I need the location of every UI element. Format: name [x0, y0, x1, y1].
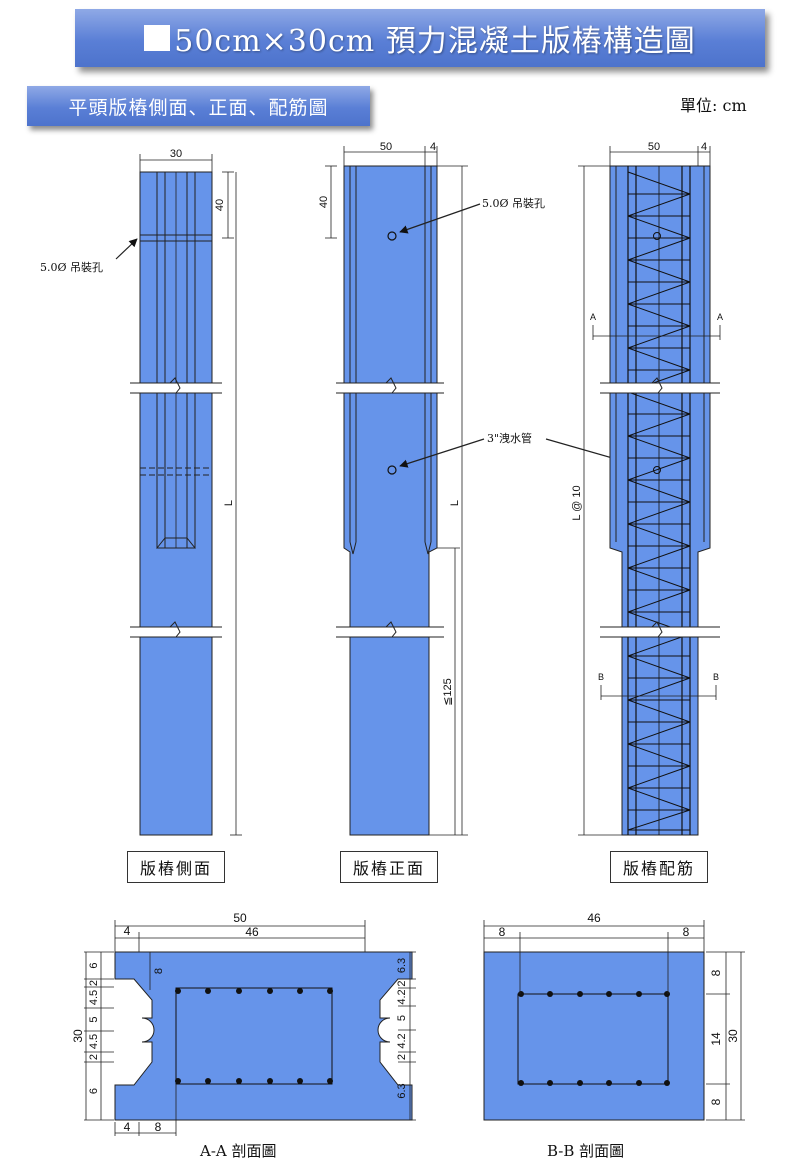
aa-left-dim: 4.5 — [88, 990, 100, 1005]
tendon-dot — [297, 1078, 303, 1084]
tendon-dot — [547, 1080, 553, 1086]
aa-left-dim: 2 — [88, 1054, 100, 1060]
caption-side-view: 版樁側面 — [127, 851, 225, 883]
aa-dim-top-total: 50 — [233, 911, 247, 925]
caption-rebar-view: 版樁配筋 — [610, 851, 708, 883]
bb-dim-top-total: 46 — [587, 911, 601, 925]
title-banner: 50cm×30cm 預力混凝土版樁構造圖 — [75, 9, 765, 67]
bb-dim-top-right: 8 — [683, 925, 690, 939]
tendon-dot — [577, 991, 583, 997]
section-aa: 50 4 46 8 4 8 30 6 2 4.5 5 4.5 2 6 6.3 2 4.2 5 4.2… — [71, 911, 416, 1136]
aa-dim-inner: 8 — [153, 968, 165, 974]
front-dim-L: L — [449, 500, 461, 506]
side-hole-label: 5.0Ø 吊裝孔 — [40, 261, 103, 274]
section-a-right: A — [717, 312, 723, 322]
rebar-pile-body — [609, 165, 711, 836]
front-hanging-hole — [387, 231, 397, 241]
aa-right-dim: 5 — [396, 1015, 408, 1021]
page-title: 50cm×30cm 預力混凝土版樁構造圖 — [174, 24, 696, 59]
side-dim-L: L — [223, 500, 235, 506]
aa-right-dim: 6.3 — [396, 1083, 408, 1098]
side-dim-40: 40 — [214, 199, 226, 211]
caption-front-view: 版樁正面 — [340, 851, 438, 883]
front-dim-width: 50 — [380, 141, 392, 153]
section-b-left: B — [598, 672, 604, 682]
section-aa-body — [114, 951, 413, 1121]
subtitle-banner: 平頭版樁側面、正面、配筋圖 — [27, 86, 370, 126]
section-aa-caption: A-A 剖面圖 — [200, 1142, 277, 1160]
square-bullet-icon — [144, 25, 171, 51]
rebar-dim-edge: 4 — [701, 141, 707, 153]
tendon-dot — [236, 1078, 242, 1084]
tendon-dot — [606, 1080, 612, 1086]
tendon-dot — [297, 988, 303, 994]
aa-dim-top-left: 4 — [124, 924, 131, 938]
tendon-dot — [636, 1080, 642, 1086]
tendon-dot — [577, 1080, 583, 1086]
tendon-dot — [664, 991, 670, 997]
tendon-dot — [175, 988, 181, 994]
tendon-dot — [664, 1080, 670, 1086]
aa-left-dim: 2 — [88, 980, 100, 986]
aa-left-dim: 6 — [88, 1088, 100, 1094]
aa-left-dim: 5 — [88, 1016, 100, 1022]
tendon-dot — [205, 988, 211, 994]
tendon-dot — [518, 1080, 524, 1086]
rebar-dim-width: 50 — [648, 141, 660, 153]
bb-dim-right-1: 8 — [709, 969, 723, 976]
aa-right-dim: 2 — [396, 1054, 408, 1060]
aa-right-dim: 4.2 — [396, 1033, 408, 1048]
aa-left-dim: 4.5 — [88, 1034, 100, 1049]
tendon-dot — [175, 1078, 181, 1084]
aa-dim-left-total: 30 — [71, 1029, 85, 1043]
aa-right-dim: 6.3 — [396, 958, 408, 973]
cross-sections-drawing: 50 4 46 8 4 8 30 6 2 4.5 5 4.5 2 6 6.3 2 4.2 5 4.2… — [71, 911, 745, 1136]
rebar-dim-L: L @ 10 — [571, 485, 583, 520]
section-bb: 46 8 8 8 14 8 30 — [483, 911, 745, 1121]
pile-elevation-drawing: 30 40 L 5.0Ø 吊裝孔 50 — [40, 141, 723, 836]
tendon-dot — [547, 991, 553, 997]
aa-right-dim: 2 — [396, 980, 408, 986]
side-view: 30 40 L 5.0Ø 吊裝孔 — [40, 148, 242, 836]
bb-dim-right-2: 14 — [709, 1032, 723, 1046]
front-hole-label: 5.0Ø 吊裝孔 — [482, 197, 545, 210]
tendon-dot — [205, 1078, 211, 1084]
front-dim-edge: 4 — [430, 141, 436, 153]
tendon-dot — [327, 988, 333, 994]
front-dim-125: ≦125 — [442, 678, 454, 706]
drain-pipe-label: 3"洩水管 — [487, 431, 532, 445]
front-dim-40: 40 — [318, 196, 330, 208]
aa-right-dim: 4.2 — [396, 989, 408, 1004]
unit-label: 單位: cm — [680, 96, 747, 115]
bb-dim-right-3: 8 — [709, 1098, 723, 1105]
bb-dim-top-left: 8 — [499, 925, 506, 939]
section-a-left: A — [590, 312, 596, 322]
front-pile-body — [343, 165, 438, 836]
section-bb-caption: B-B 剖面圖 — [547, 1142, 625, 1160]
section-b-right: B — [713, 672, 719, 682]
aa-dim-bottom-mid: 8 — [155, 1120, 162, 1134]
aa-dim-top-mid: 46 — [245, 925, 259, 939]
rebar-view: A A B B 50 4 L @ 10 — [571, 141, 723, 836]
section-bb-body — [483, 951, 705, 1121]
tendon-dot — [267, 988, 273, 994]
front-view: 50 4 40 L ≦125 5.0Ø 吊裝孔 3"洩水管 — [318, 141, 652, 836]
subtitle: 平頭版樁側面、正面、配筋圖 — [68, 96, 329, 119]
bb-dim-right-total: 30 — [726, 1029, 740, 1043]
aa-left-dim: 6 — [88, 962, 100, 968]
tendon-dot — [327, 1078, 333, 1084]
aa-dim-bottom-left: 4 — [124, 1120, 131, 1134]
tendon-dot — [267, 1078, 273, 1084]
tendon-dot — [636, 991, 642, 997]
tendon-dot — [518, 991, 524, 997]
tendon-dot — [606, 991, 612, 997]
tendon-dot — [236, 988, 242, 994]
spiral-ties — [627, 171, 691, 831]
front-drain-pipe — [387, 465, 397, 475]
side-dim-width: 30 — [170, 148, 182, 160]
